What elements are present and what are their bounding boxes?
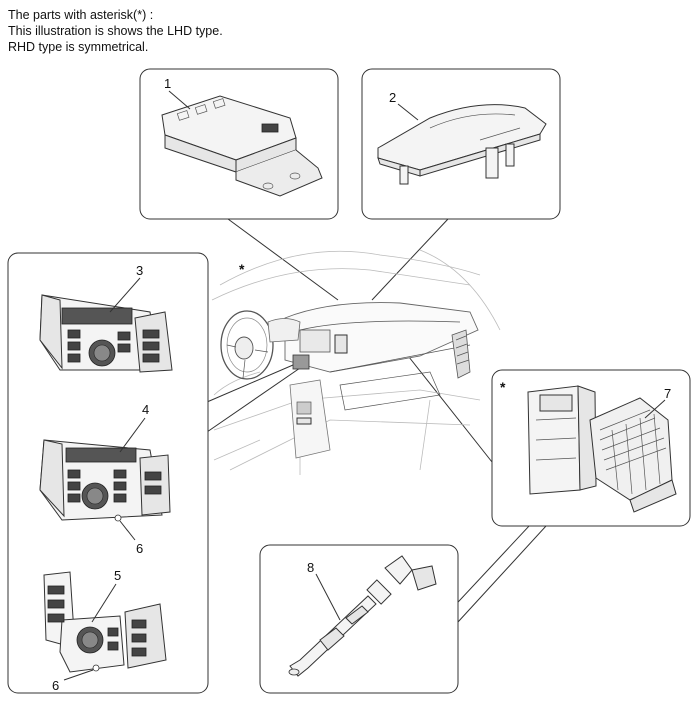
frame-part-8: 8 [259,544,459,694]
asterisk-dashboard: * [239,261,245,277]
callout-2: 2 [389,90,396,105]
callout-4: 4 [142,402,149,417]
asterisk-blower: * [500,379,506,395]
dashboard-illustration [211,249,501,475]
callout-1: 1 [164,76,171,91]
frame-parts-3-6: 3 4 6 [7,252,209,694]
callout-6-upper: 6 [136,541,143,556]
note-line-2: This illustration is shows the LHD type. [8,24,223,38]
note-block: The parts with asterisk(*) : This illust… [8,7,223,55]
note-line-1: The parts with asterisk(*) : [8,8,154,22]
callout-6-lower: 6 [52,678,59,693]
callout-5: 5 [114,568,121,583]
frame-part-2: 2 [361,68,561,220]
frame-part-7: 7 * [491,369,691,527]
control-panel-4: 4 6 [39,402,171,556]
callout-3: 3 [136,263,143,278]
frame-part-1: 1 [139,68,339,220]
control-panel-5: 5 6 [43,568,167,693]
control-panel-3: 3 [39,263,173,373]
callout-8: 8 [307,560,314,575]
note-line-3: RHD type is symmetrical. [8,40,149,54]
callout-7: 7 [664,386,671,401]
